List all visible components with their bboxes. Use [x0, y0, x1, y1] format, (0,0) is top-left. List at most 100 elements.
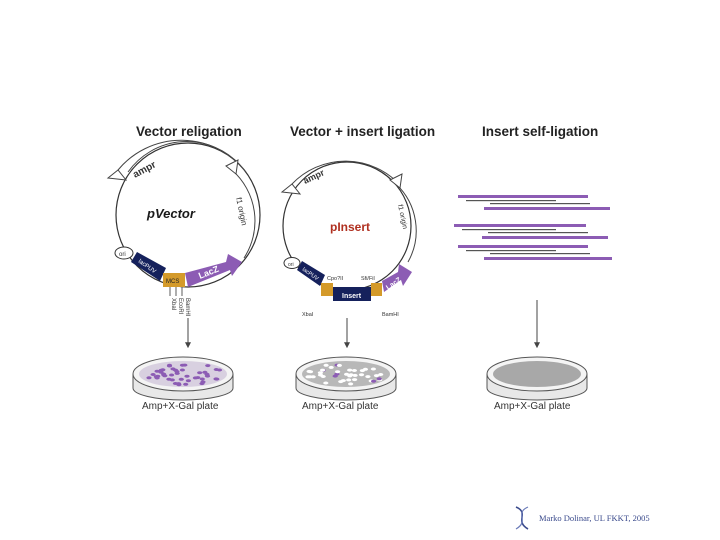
pinsert-ori-marker: [283, 257, 301, 269]
colony: [348, 382, 354, 386]
colony: [335, 370, 341, 374]
colony: [358, 373, 365, 377]
panel-title-vector-religation: Vector religation: [136, 124, 242, 139]
pinsert-f1-label: f1 origin: [396, 204, 408, 230]
colony: [214, 377, 220, 381]
colony: [332, 374, 338, 378]
pinsert-orange-left: [321, 283, 333, 296]
plate-3: [486, 356, 588, 401]
colony: [161, 373, 167, 377]
colony: [370, 367, 376, 371]
plate-2: [295, 356, 397, 401]
colony: [146, 376, 152, 380]
colony: [169, 373, 175, 377]
pvector-mcs-label: MCS: [166, 279, 179, 285]
lacz-arrow: [185, 254, 242, 287]
plate-label-1: Amp+X-Gal plate: [142, 401, 219, 412]
colony: [178, 377, 184, 381]
colony: [158, 370, 164, 374]
pinsert-cpo-label: Cpo?II: [327, 276, 344, 282]
plate-2-colonies: [305, 363, 384, 386]
colony: [205, 364, 211, 368]
pinsert-insert-label: Insert: [342, 293, 362, 300]
f1-origin-arrow: [231, 169, 256, 259]
colony: [320, 375, 326, 378]
pinsert-ampr-label: ampr: [302, 167, 327, 186]
colony: [197, 371, 203, 375]
colony: [336, 363, 342, 367]
colony: [344, 372, 350, 376]
colony: [155, 374, 161, 378]
pvector-bamhi-label: BamHI: [184, 298, 190, 317]
colony: [365, 375, 371, 379]
colony: [204, 372, 210, 376]
pinsert-label: pInsert: [330, 220, 370, 234]
colony: [154, 369, 160, 373]
colony: [310, 375, 316, 379]
colony: [373, 374, 380, 378]
ori-marker: [114, 246, 134, 260]
lacpuv-segment: [131, 252, 166, 281]
colony: [317, 371, 323, 375]
pinsert-lacpuv-segment: [297, 261, 325, 286]
colony: [340, 379, 346, 383]
colony: [169, 378, 175, 382]
pinsert-xbai-label: XbaI: [302, 312, 314, 318]
colony: [320, 368, 326, 372]
pinsert-bamhi-label: BamHI: [382, 312, 399, 318]
plate-1: [132, 356, 234, 401]
pinsert-sfi-label: Sfi/Fil: [361, 276, 375, 282]
pvector-f1-label: f1 origin: [234, 197, 249, 227]
colony: [346, 378, 352, 382]
colony: [323, 381, 329, 385]
pinsert-insert-block: [333, 287, 371, 301]
colony: [378, 373, 384, 376]
colony: [306, 369, 312, 373]
pvector-label: pVector: [146, 206, 196, 221]
colony: [179, 368, 185, 372]
plate-1-colonies: [146, 363, 223, 387]
pinsert-ori-label: ori: [288, 262, 294, 268]
colony: [183, 382, 189, 386]
panel-title-insert-self-ligation: Insert self-ligation: [482, 124, 599, 139]
pinsert-orange-right: [371, 283, 382, 296]
credit: Marko Dolinar, UL FKKT, 2005: [512, 505, 652, 533]
colony: [213, 368, 219, 371]
colony: [170, 367, 176, 371]
mcs-block: [163, 273, 185, 287]
credit-text: Marko Dolinar, UL FKKT, 2005: [539, 513, 650, 523]
colony: [347, 368, 353, 372]
colony: [200, 380, 206, 384]
pinsert-lacz-arrow: [382, 264, 412, 292]
colony: [371, 379, 377, 383]
pvector-plasmid: [106, 139, 261, 296]
colony: [166, 363, 173, 367]
dna-strands: [454, 195, 612, 260]
colony: [192, 376, 198, 380]
plate-label-3: Amp+X-Gal plate: [494, 401, 571, 412]
pvector-ori-label: ori: [119, 252, 126, 258]
colony: [199, 377, 205, 381]
colony: [150, 373, 156, 376]
colony: [352, 378, 358, 382]
colony: [185, 379, 191, 383]
colony: [362, 367, 368, 371]
colony: [323, 363, 329, 367]
colony: [174, 371, 180, 375]
colony: [305, 375, 311, 379]
colony: [376, 377, 382, 381]
pinsert-plasmid: [280, 160, 417, 301]
pvector-ecori-label: EcoRI: [177, 298, 183, 315]
colony: [176, 383, 182, 387]
colony: [348, 373, 354, 377]
colony: [328, 365, 334, 369]
colony: [351, 369, 357, 372]
colony: [352, 373, 358, 377]
colony: [160, 368, 166, 372]
colony: [179, 363, 186, 367]
pvector-xbai-label: XbaI: [170, 298, 176, 311]
panel-title-vector-insert-ligation: Vector + insert ligation: [290, 124, 436, 139]
plate-label-2: Amp+X-Gal plate: [302, 401, 379, 412]
colony: [184, 374, 190, 378]
